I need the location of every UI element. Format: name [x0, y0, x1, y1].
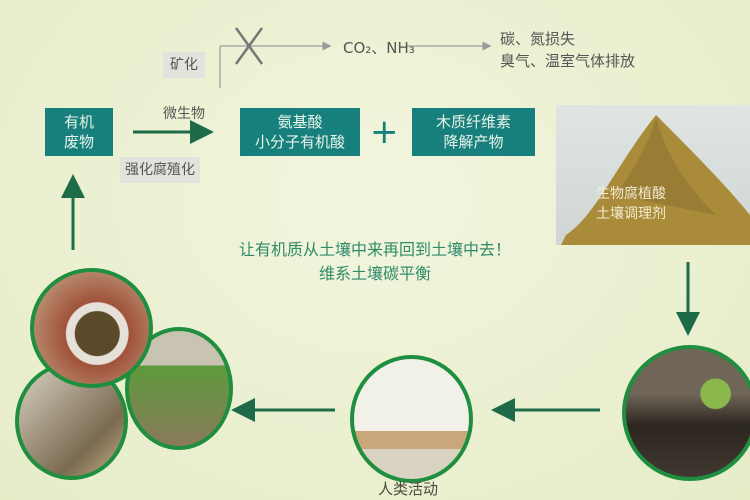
amino-acid-box: 氨基酸 小分子有机酸 — [240, 108, 360, 156]
microbe-label: 微生物 — [163, 106, 205, 122]
plus-sign: + — [370, 112, 399, 152]
organic-waste-box: 有机 废物 — [45, 108, 113, 156]
seedling-soil-image — [622, 345, 750, 481]
slogan-line2: 维系土壤碳平衡 — [318, 264, 431, 283]
human-activity-image — [350, 355, 473, 483]
gases-label: CO₂、NH₃ — [343, 39, 415, 57]
product-label-1: 生物腐植酸 — [596, 186, 666, 202]
loss-line2: 臭气、温室气体排放 — [500, 52, 636, 70]
human-activity-label: 人类活动 — [378, 480, 439, 498]
slogan-line1: 让有机质从土壤中来再回到土壤中去！ — [238, 240, 511, 259]
product-label-2: 土壤调理剂 — [596, 206, 666, 222]
food-waste-image — [30, 268, 153, 388]
mineralization-label: 矿化 — [163, 52, 205, 78]
humification-label: 强化腐殖化 — [120, 157, 200, 183]
loss-line1: 碳、氮损失 — [500, 30, 576, 48]
mineralization-branch — [219, 27, 492, 88]
lignin-box: 木质纤维素 降解产物 — [412, 108, 535, 156]
humic-acid-powder-image: 生物腐植酸 土壤调理剂 — [556, 105, 750, 245]
